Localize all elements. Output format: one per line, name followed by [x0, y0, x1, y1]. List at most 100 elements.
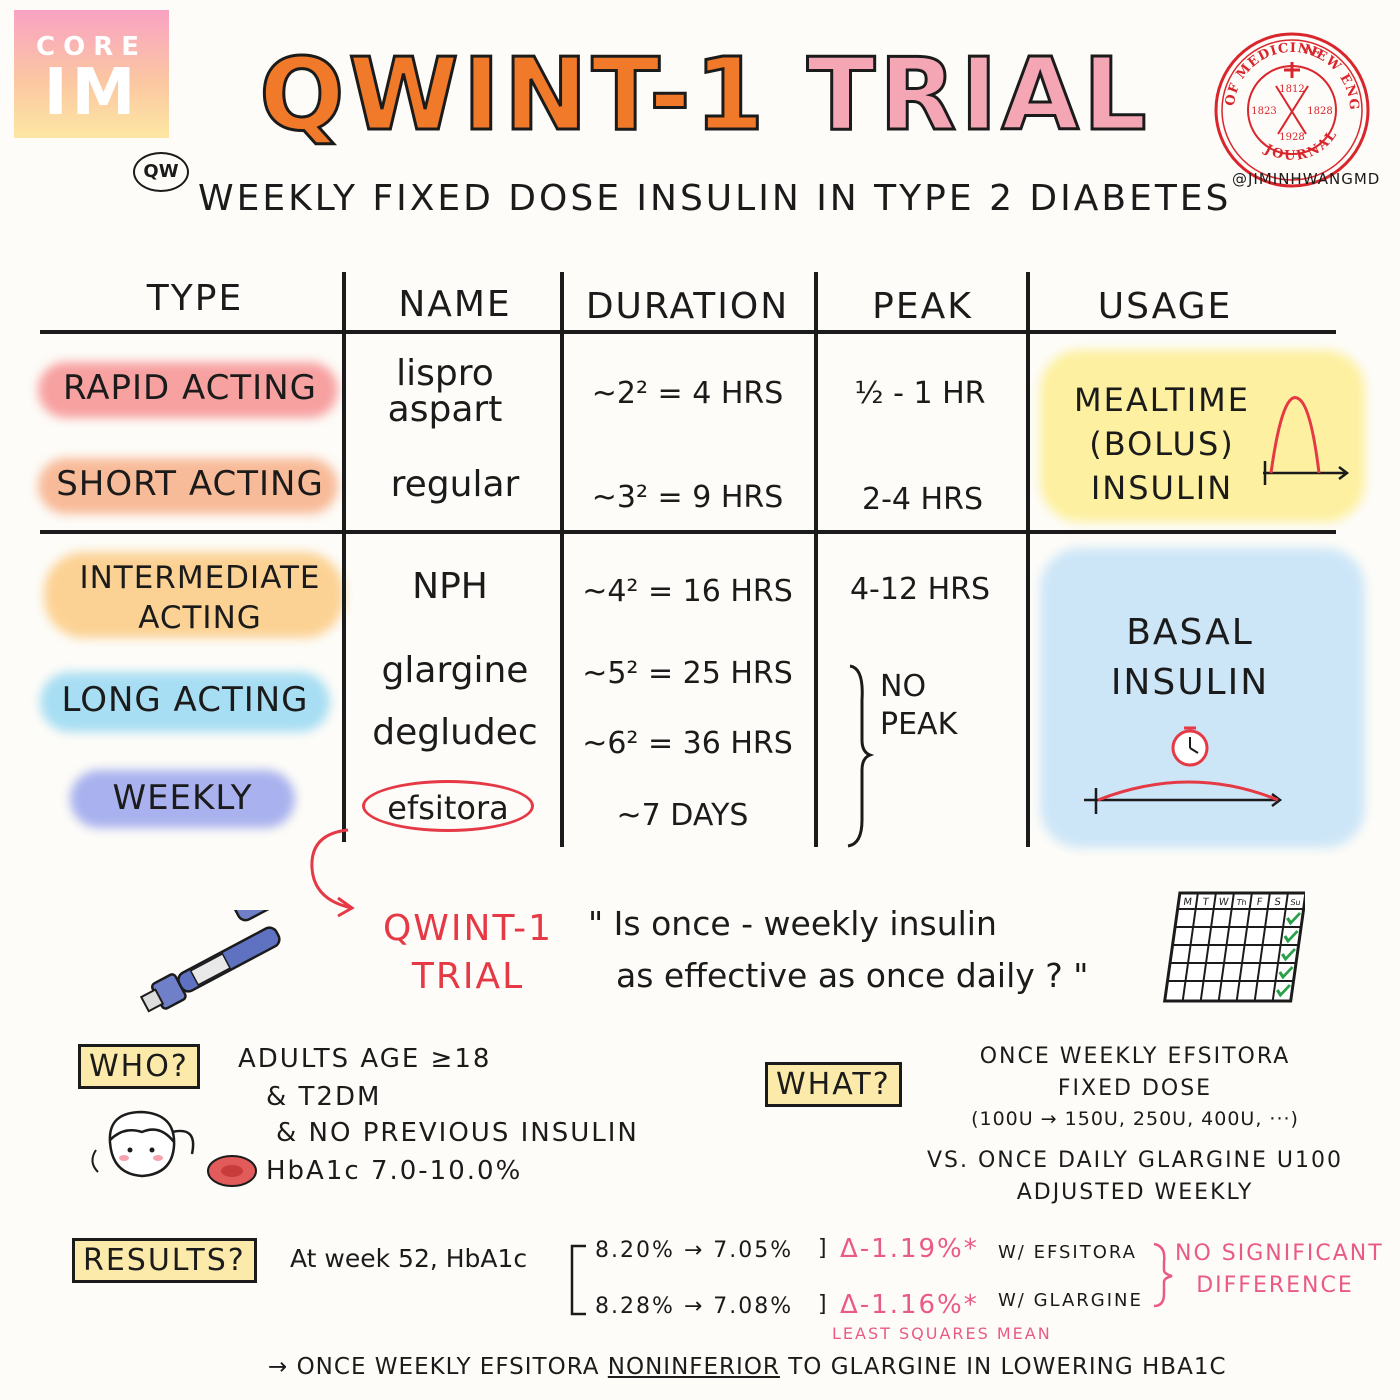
peak-curve-icon [1263, 396, 1350, 485]
header-type: TYPE [146, 278, 244, 319]
col-divider-3 [814, 272, 818, 847]
trial-name: QWINT-1 TRIAL [368, 905, 568, 1001]
name-degludec: degludec [372, 712, 538, 753]
who-line3: & NO PREVIOUS INSULIN [276, 1118, 639, 1148]
trial-question: " Is once - weekly insulin as effective … [588, 898, 1088, 1002]
trial-name-line1: QWINT-1 [382, 908, 554, 949]
title-part1: QWINT-1 [258, 36, 769, 153]
name-lispro: lispro [396, 353, 494, 394]
name-glargine: glargine [381, 650, 529, 691]
name-nph: NPH [412, 566, 488, 607]
red-blood-cell-icon [207, 1155, 257, 1187]
results-verdict: NO SIGNIFICANT DIFFERENCE [1175, 1238, 1384, 1302]
usage-basal-line2: INSULIN [1110, 662, 1270, 703]
efsitora-arrow-icon [310, 828, 355, 918]
type-weekly: WEEKLY [112, 778, 253, 818]
result-row2-bracket: ] [818, 1292, 829, 1317]
conclusion-part3: TO GLARGINE IN LOWERING HBA1C [788, 1354, 1227, 1380]
duration-rapid: ~2² = 4 HRS [591, 376, 784, 411]
rapid-highlight [38, 362, 338, 418]
conclusion-noninferior: NONINFERIOR [607, 1354, 780, 1380]
what-line5: ADJUSTED WEEKLY [1016, 1180, 1254, 1205]
flat-curve-clock-icon [1084, 726, 1283, 814]
verdict-brace-icon [1153, 1242, 1173, 1308]
header-name: NAME [398, 284, 512, 325]
short-highlight [38, 458, 338, 514]
peak-none: NO PEAK [880, 669, 958, 742]
what-line1: ONCE WEEKLY EFSITORA [979, 1044, 1291, 1069]
result-efsitora-delta: Δ-1.19%* [840, 1234, 979, 1264]
usage-mealtime: MEALTIME (BOLUS) INSULIN [1062, 378, 1262, 510]
result-glargine-values: 8.28% → 7.08% [595, 1294, 794, 1319]
name-aspart: aspart [387, 389, 503, 430]
verdict-line2: DIFFERENCE [1196, 1273, 1354, 1298]
result-row1-bracket: ] [818, 1236, 829, 1261]
result-glargine-delta: Δ-1.16%* [840, 1290, 979, 1320]
col-divider-2 [560, 272, 564, 847]
mealtime-basal-divider [40, 530, 1336, 534]
seal-year-top: 1812 [1279, 84, 1304, 95]
usage-basal-line1: BASAL [1126, 612, 1254, 653]
who-line4: HbA1c 7.0-10.0% [266, 1156, 523, 1186]
long-highlight [40, 672, 330, 732]
seal-year-left: 1823 [1251, 106, 1276, 117]
duration-short: ~3² = 9 HRS [591, 480, 784, 515]
cal-day-t: T [1201, 897, 1210, 908]
cal-day-w: W [1218, 897, 1229, 908]
cal-day-s: S [1274, 897, 1282, 908]
core-im-logo: CORE IM [14, 10, 169, 138]
usage-mealtime-line1: MEALTIME [1074, 381, 1250, 419]
type-rapid: RAPID ACTING [62, 368, 317, 408]
header-duration: DURATION [585, 286, 790, 327]
intermediate-highlight [44, 552, 344, 638]
seal-year-bottom: 1928 [1279, 132, 1304, 143]
peak-rapid: ½ - 1 HR [854, 376, 986, 411]
type-intermediate: INTERMEDIATE ACTING [79, 560, 321, 636]
peak-short: 2-4 HRS [862, 482, 983, 517]
results-intro: At week 52, HbA1c [290, 1244, 528, 1273]
no-peak-brace-icon [847, 664, 875, 848]
peak-intermediate: 4-12 HRS [849, 572, 991, 607]
conclusion-part1: → ONCE WEEKLY EFSITORA [268, 1354, 600, 1380]
type-long: LONG ACTING [61, 680, 309, 720]
duration-weekly: ~7 DAYS [616, 798, 749, 833]
author-handle: @JIMINHWANGMD [1232, 170, 1381, 188]
trial-question-line1: " Is once - weekly insulin [588, 904, 997, 943]
cal-day-f: F [1256, 897, 1264, 908]
col-divider-1 [342, 272, 346, 842]
who-line1: ADULTS AGE ≥18 [238, 1044, 492, 1074]
what-line4: VS. ONCE DAILY GLARGINE U100 [926, 1148, 1343, 1173]
nejm-seal-icon: OF MEDICINE NEW ENGLAND JOURNAL 1812 182… [1212, 30, 1370, 188]
what-line3: (100U → 150U, 250U, 400U, ···) [971, 1108, 1299, 1130]
result-glargine-arm: W/ GLARGINE [998, 1290, 1143, 1311]
duration-degludec: ~6² = 36 HRS [582, 726, 793, 761]
header-peak: PEAK [872, 286, 973, 327]
mealtime-highlight [1040, 350, 1365, 522]
patient-person-icon [91, 1110, 195, 1178]
header-divider [40, 330, 1336, 334]
name-regular: regular [390, 464, 520, 505]
result-efsitora-values: 8.20% → 7.05% [595, 1238, 794, 1263]
trial-name-line2: TRIAL [411, 956, 525, 997]
trial-question-line2: as effective as once daily ? " [616, 956, 1089, 995]
basal-highlight [1040, 548, 1365, 848]
results-bracket-icon [570, 1244, 586, 1316]
duration-glargine: ~5² = 25 HRS [582, 656, 793, 691]
who-tag: WHO? [78, 1044, 200, 1089]
cal-day-m: M [1182, 897, 1192, 908]
results-footnote: LEAST SQUARES MEAN [832, 1324, 1052, 1343]
usage-mealtime-line2: (BOLUS) [1089, 425, 1235, 463]
seal-year-right: 1828 [1307, 106, 1332, 117]
who-line2: & T2DM [266, 1082, 382, 1112]
usage-basal: BASAL INSULIN [1085, 608, 1295, 708]
verdict-line1: NO SIGNIFICANT [1175, 1241, 1384, 1266]
page-title: QWINT-1 TRIAL [235, 38, 1175, 151]
what-tag: WHAT? [765, 1062, 902, 1107]
cal-day-th: Th [1235, 898, 1247, 907]
duration-intermediate: ~4² = 16 HRS [582, 574, 793, 609]
result-efsitora-arm: W/ EFSITORA [998, 1242, 1137, 1263]
insulin-pen-icon [139, 910, 303, 1013]
col-divider-4 [1026, 272, 1030, 847]
cal-day-su: Su [1290, 898, 1301, 907]
logo-line2: IM [43, 56, 140, 130]
